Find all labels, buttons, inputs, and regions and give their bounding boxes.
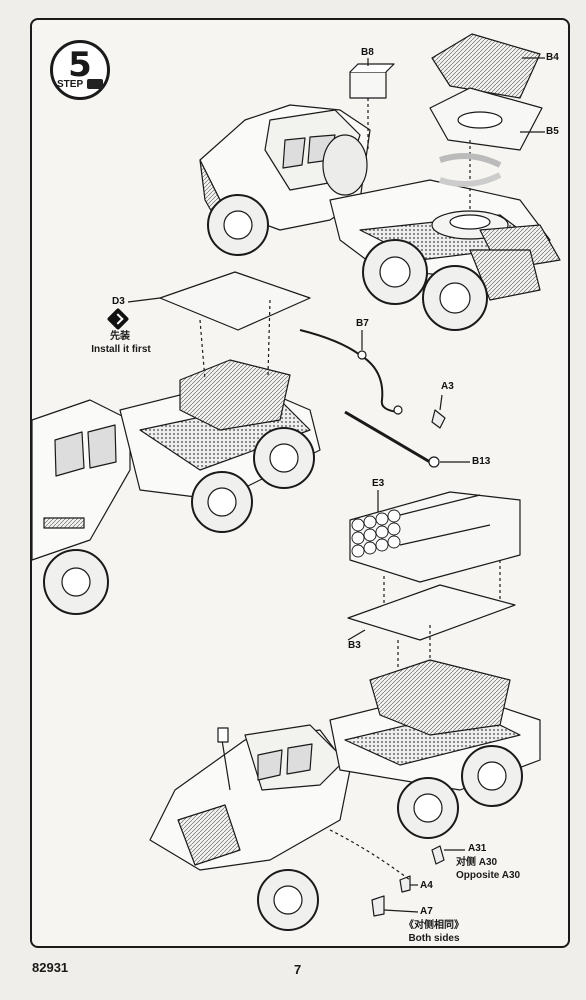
label-b7: B7 [356, 318, 369, 329]
label-d3: D3 [112, 296, 125, 307]
label-b5: B5 [546, 126, 559, 137]
install-first-cn: 先装 [110, 331, 130, 342]
label-b4: B4 [546, 52, 559, 63]
install-first-en: Install it first [91, 344, 151, 355]
bottom-truck-drawing [149, 659, 541, 931]
label-a3: A3 [441, 381, 454, 392]
both-sides-en: Both sides [408, 933, 460, 944]
label-a7: A7 [420, 906, 433, 917]
step-number: 5 [68, 45, 92, 85]
label-a31: A31 [468, 843, 487, 854]
label-b3: B3 [348, 640, 361, 651]
top-truck-drawing [199, 33, 561, 331]
step-badge: 5 STEP [50, 40, 110, 100]
label-e3: E3 [372, 478, 385, 489]
label-a4: A4 [420, 880, 433, 891]
label-b8: B8 [361, 47, 374, 58]
opposite-a30-cn: 对侧 A30 [456, 857, 498, 868]
both-sides-cn: 《对侧相同》 [404, 920, 464, 931]
opposite-a30-en: Opposite A30 [456, 870, 521, 881]
product-code: 82931 [32, 960, 69, 975]
step-word: STEP [57, 79, 84, 90]
label-b13: B13 [472, 456, 491, 467]
rocket-pack-drawing [347, 490, 521, 680]
step-tank-icon [87, 79, 103, 89]
middle-truck-drawing [31, 271, 470, 615]
page-number: 7 [294, 962, 302, 977]
